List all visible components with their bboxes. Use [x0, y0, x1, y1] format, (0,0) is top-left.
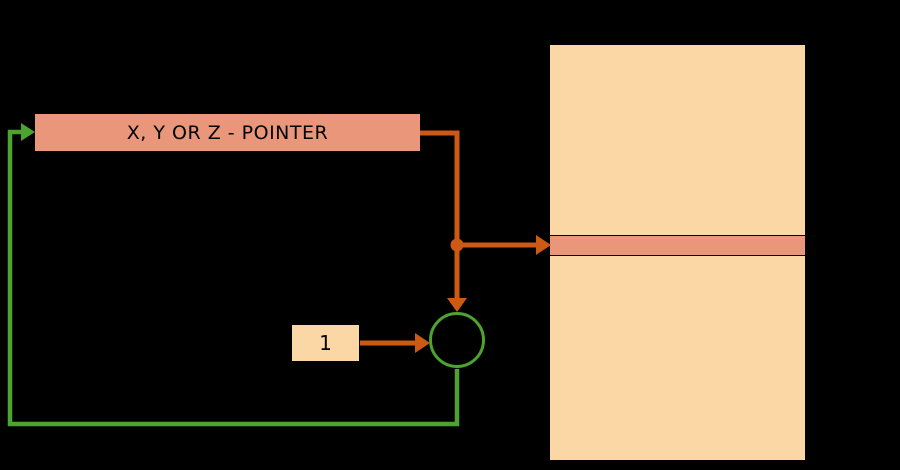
- feedback-arrowhead-icon: [21, 123, 35, 141]
- pointer-to-adder-line: [420, 130, 460, 300]
- junction-dot: [450, 238, 464, 252]
- data-memory-block: [550, 45, 805, 460]
- memory-arrowhead-icon: [536, 235, 551, 255]
- pointer-register-box: X, Y OR Z - POINTER: [35, 114, 420, 151]
- increment-constant-label: 1: [319, 331, 332, 355]
- feedback-loop-line: [7, 129, 460, 427]
- increment-constant-box: 1: [291, 324, 360, 362]
- adder-circle: [429, 312, 485, 368]
- memory-highlighted-row: [550, 235, 805, 256]
- pointer-register-label: X, Y OR Z - POINTER: [126, 121, 329, 144]
- increment-arrowhead-icon: [415, 333, 430, 353]
- adder-arrowhead-icon: [447, 298, 467, 312]
